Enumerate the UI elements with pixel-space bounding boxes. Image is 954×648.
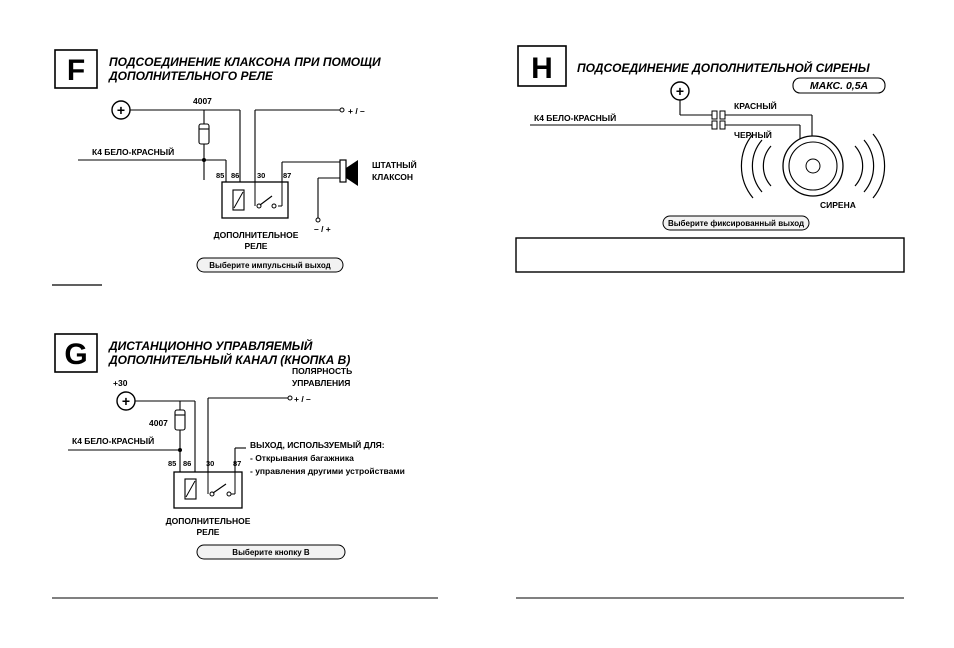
pulse-output-button-label: Выберите импульсный выход xyxy=(209,261,331,270)
relay-label-line1: ДОПОЛНИТЕЛЬНОЕ xyxy=(166,516,251,526)
pin-86: 86 xyxy=(231,171,239,180)
relay-coil-icon xyxy=(184,478,197,500)
polarity-symbol: + / – xyxy=(294,394,311,404)
diode-label: 4007 xyxy=(193,96,212,106)
output-title: ВЫХОД, ИСПОЛЬЗУЕМЫЙ ДЛЯ: xyxy=(250,439,385,450)
diode-icon xyxy=(174,409,186,431)
output-use-1: - Открывания багажника xyxy=(250,453,354,463)
pin-87: 87 xyxy=(283,171,291,180)
pin-30: 30 xyxy=(206,459,214,468)
max-current-badge xyxy=(792,77,886,94)
positive-terminal-label: + xyxy=(676,83,684,99)
k4-wire-label: К4 БЕЛО-КРАСНЫЙ xyxy=(92,146,174,157)
relay-switch-icon xyxy=(212,483,227,494)
max-current-label: МАКС. 0,5А xyxy=(810,80,868,92)
polarity-label-line1: ПОЛЯРНОСТЬ xyxy=(292,366,352,376)
k4-wire-label: К4 БЕЛО-КРАСНЫЙ xyxy=(534,112,616,123)
section-h-letter: H xyxy=(531,52,553,85)
section-g: G ДИСТАНЦИОННО УПРАВЛЯЕМЫЙ ДОПОЛНИТЕЛЬНЫ… xyxy=(54,333,405,560)
siren-icon xyxy=(740,133,886,199)
relay-label-line2: РЕЛЕ xyxy=(197,527,220,537)
horn-label-line2: КЛАКСОН xyxy=(372,172,413,182)
pin-30: 30 xyxy=(257,171,265,180)
diode-icon xyxy=(198,123,210,145)
pin-86: 86 xyxy=(183,459,191,468)
section-g-letter: G xyxy=(64,338,87,371)
pin-85: 85 xyxy=(216,171,224,180)
polarity-label-line2: УПРАВЛЕНИЯ xyxy=(292,378,350,388)
relay-label-line1: ДОПОЛНИТЕЛЬНОЕ xyxy=(214,230,299,240)
horn-icon xyxy=(339,159,347,183)
pin-85: 85 xyxy=(168,459,176,468)
connector-icon xyxy=(711,110,718,120)
section-f-title-line2: ДОПОЛНИТЕЛЬНОГО РЕЛЕ xyxy=(108,69,274,83)
section-h-badge xyxy=(517,45,567,87)
relay-label-line2: РЕЛЕ xyxy=(245,241,268,251)
relay-coil-icon xyxy=(232,189,245,211)
section-f: F ПОДСОЕДИНЕНИЕ КЛАКСОНА ПРИ ПОМОЩИ ДОПО… xyxy=(52,49,417,286)
section-h: H ПОДСОЕДИНЕНИЕ ДОПОЛНИТЕЛЬНОЙ СИРЕНЫ МА… xyxy=(515,45,905,273)
positive-terminal-label: + xyxy=(117,102,125,118)
button-b-select-label: Выберите кнопку В xyxy=(232,548,310,557)
supply-voltage-label: +30 xyxy=(113,378,128,388)
section-f-badge xyxy=(54,49,98,89)
section-g-badge xyxy=(54,333,98,373)
k4-wire-label: К4 БЕЛО-КРАСНЫЙ xyxy=(72,435,154,446)
fixed-output-button-label: Выберите фиксированный выход xyxy=(668,219,804,228)
section-f-letter: F xyxy=(67,54,85,87)
polarity-top-label: + / – xyxy=(348,106,365,116)
pin-87: 87 xyxy=(233,459,241,468)
siren-label: СИРЕНА xyxy=(820,200,856,210)
diode-label: 4007 xyxy=(149,418,168,428)
section-h-title: ПОДСОЕДИНЕНИЕ ДОПОЛНИТЕЛЬНОЙ СИРЕНЫ xyxy=(577,59,871,75)
red-wire-label: КРАСНЫЙ xyxy=(734,100,777,111)
polarity-bottom-label: – / + xyxy=(314,224,331,234)
positive-terminal-label: + xyxy=(122,393,130,409)
horn-label-line1: ШТАТНЫЙ xyxy=(372,159,417,170)
pulse-output-button[interactable] xyxy=(196,257,344,273)
note-box xyxy=(515,237,905,273)
button-b-select[interactable] xyxy=(196,544,346,560)
section-f-title-line1: ПОДСОЕДИНЕНИЕ КЛАКСОНА ПРИ ПОМОЩИ xyxy=(109,55,381,69)
relay-switch-icon xyxy=(259,195,273,206)
section-g-title-line1: ДИСТАНЦИОННО УПРАВЛЯЕМЫЙ xyxy=(108,337,313,353)
section-g-title-line2: ДОПОЛНИТЕЛЬНЫЙ КАНАЛ (КНОПКА В) xyxy=(108,351,350,367)
output-use-2: - управления другими устройствами xyxy=(250,466,405,476)
fixed-output-button[interactable] xyxy=(662,215,810,231)
